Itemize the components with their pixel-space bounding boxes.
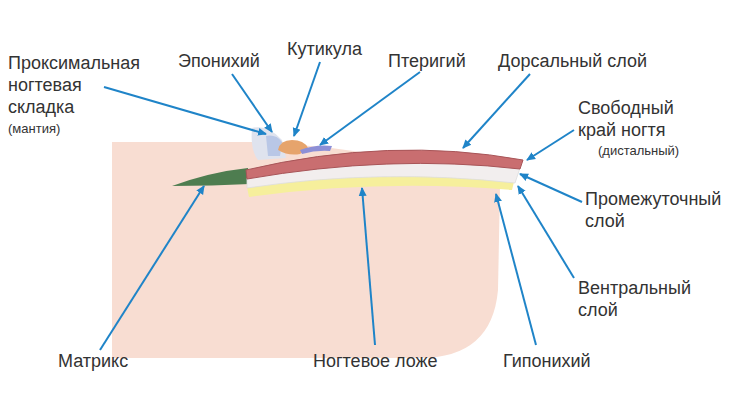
part-label: Ногтевое ложе [313,350,438,372]
part-label: Эпонихий [178,50,260,72]
leader-line [100,186,204,350]
dorsal-layer [246,150,523,179]
part-label: Свободный край ногтя [578,97,700,141]
leader-line [362,188,375,345]
leader-line [320,72,420,145]
leader-line [520,174,582,202]
leader-line [463,74,530,148]
part-label: Птеригий [388,50,466,72]
part-label: Гипонихий [503,350,591,372]
leader-line [104,87,266,134]
part-note: (мантия) [8,121,60,137]
part-label: Дорсальный слой [498,50,647,72]
leader-line [294,62,320,136]
part-label: Вентральный слой [578,277,708,321]
leader-lines [100,62,582,350]
pterygium [300,146,332,155]
part-label: Промежуточный слой [585,188,725,232]
part-note: (дистальный) [598,143,679,159]
part-label: Кутикула [287,38,362,60]
leader-line [496,194,536,345]
part-label: Матрикс [58,350,128,372]
leader-line [232,74,272,132]
matrix [172,168,250,186]
leader-line [527,130,574,160]
leader-line [518,186,574,278]
part-label: Проксимальная ногтевая складка [8,52,148,118]
